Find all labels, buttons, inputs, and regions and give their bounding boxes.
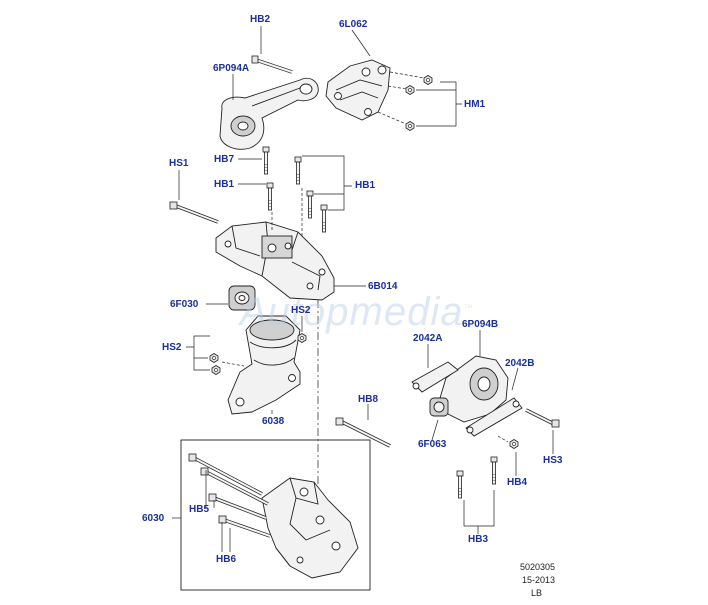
label-2042a: 2042A [413, 333, 443, 344]
label-hs3: HS3 [543, 455, 563, 466]
hb8-bolt [335, 417, 391, 448]
bushing-6f030 [228, 285, 256, 311]
label-hb6: HB6 [216, 554, 237, 565]
label-6b014: 6B014 [368, 281, 398, 292]
6030-detail-box [180, 439, 371, 591]
label-hs2-left: HS2 [162, 342, 182, 353]
label-hb5: HB5 [189, 504, 210, 515]
hb5-hb6-bolts [188, 453, 271, 538]
label-6030: 6030 [142, 513, 165, 524]
torque-rod-upper [219, 77, 319, 150]
watermark: Autopmedia™ [240, 290, 474, 334]
engine-bracket-6l062 [325, 59, 391, 121]
bracket-6030 [261, 477, 359, 579]
label-hs2-right: HS2 [291, 305, 311, 316]
label-hb1-left: HB1 [214, 179, 235, 190]
bushing-6f063 [429, 397, 449, 417]
label-hb1-right: HB1 [355, 180, 376, 191]
hs1-bolt [169, 201, 219, 224]
label-hb7: HB7 [214, 154, 235, 165]
torque-rod-6p094b [439, 355, 509, 423]
link-2042a [411, 361, 459, 393]
hm1-nuts [377, 71, 433, 131]
label-6f063: 6F063 [418, 439, 447, 450]
label-6038: 6038 [262, 416, 285, 427]
ref-code: 5020305 [520, 562, 556, 572]
label-hb3: HB3 [468, 534, 489, 545]
label-6p094a: 6P094A [213, 63, 250, 74]
engine-mount-6b014 [215, 221, 335, 301]
label-hm1: HM1 [464, 99, 486, 110]
label-hs1: HS1 [169, 158, 189, 169]
hs2-fasteners [209, 333, 307, 375]
label-6p094b: 6P094B [462, 319, 499, 330]
engine-mount-6038 [227, 315, 301, 415]
label-hb4: HB4 [507, 477, 528, 488]
label-6f030: 6F030 [170, 299, 199, 310]
hb4-fastener [497, 435, 519, 449]
ref-date: 15-2013 [522, 575, 556, 585]
link-2042b [465, 397, 523, 437]
label-hb2: HB2 [250, 14, 271, 25]
hs3-bolt [525, 408, 560, 428]
label-6l062: 6L062 [339, 19, 368, 30]
ref-region: LB [531, 588, 543, 598]
label-hb8: HB8 [358, 394, 379, 405]
hb3-bolts [456, 456, 498, 499]
label-2042b: 2042B [505, 358, 535, 369]
leader-lines [172, 26, 554, 552]
hb2-bolt [251, 55, 293, 74]
hb7-hb1-bolts [262, 146, 328, 233]
